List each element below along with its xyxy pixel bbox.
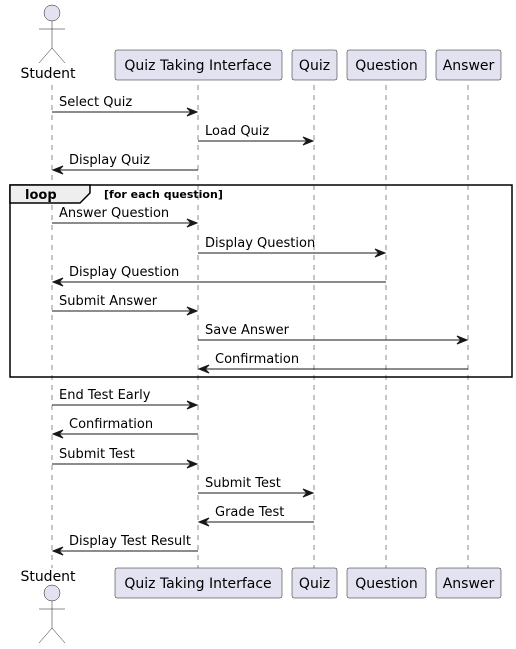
message: Confirmation: [51, 417, 198, 439]
actor-label: Student: [20, 66, 76, 82]
message-arrowhead: [302, 136, 315, 146]
message-label: Select Quiz: [59, 95, 132, 110]
actor-left-leg: [38, 47, 53, 64]
participant-box: [435, 49, 502, 81]
participant-label: Answer: [443, 58, 495, 74]
loop-condition: [for each question]: [104, 188, 223, 201]
message: Load Quiz: [198, 124, 315, 146]
message-label: Display Question: [69, 265, 179, 280]
participant-label: Question: [355, 58, 418, 74]
message-arrowhead: [456, 335, 469, 345]
actor-right-leg: [51, 47, 66, 64]
participant-quiz-top: Quiz: [291, 49, 338, 81]
actor-label: Student: [20, 569, 76, 585]
message-arrowhead: [51, 429, 64, 439]
lifelines: [51, 85, 469, 568]
message: Display Test Result: [51, 534, 198, 556]
participant-box: [346, 567, 427, 599]
actor-student-bottom: Student: [20, 569, 76, 644]
message: Confirmation: [197, 352, 468, 374]
actor-student-top: Student: [20, 4, 76, 82]
message-label: Submit Answer: [59, 294, 158, 309]
message-label: Confirmation: [215, 352, 299, 367]
message-arrowhead: [51, 546, 64, 556]
message: Submit Test: [198, 476, 315, 498]
message: Select Quiz: [52, 95, 199, 117]
message-arrowhead: [197, 364, 210, 374]
message-label: Answer Question: [59, 206, 169, 221]
participant-box: [114, 49, 283, 81]
participant-label: Quiz Taking Interface: [124, 58, 271, 74]
participant-quiz-bottom: Quiz: [291, 567, 338, 599]
message-arrowhead: [51, 165, 64, 175]
message: Display Quiz: [51, 153, 198, 175]
participant-label: Quiz: [299, 58, 330, 74]
message-arrowhead: [374, 248, 387, 258]
participant-label: Quiz: [299, 576, 330, 592]
message: Answer Question: [52, 206, 199, 228]
actor-left-leg: [38, 627, 53, 644]
message-arrowhead: [186, 218, 199, 228]
participant-box: [291, 49, 338, 81]
message: Save Answer: [198, 323, 469, 345]
message-label: Save Answer: [205, 323, 290, 338]
actor-head: [43, 4, 61, 22]
message-arrowhead: [302, 488, 315, 498]
loop-tab: [9, 184, 91, 204]
message-arrowhead: [186, 459, 199, 469]
loop-keyword: loop: [25, 188, 57, 203]
message: Display Question: [198, 236, 387, 258]
message-label: Submit Test: [205, 476, 281, 491]
message-label: Load Quiz: [205, 124, 269, 139]
message: Submit Test: [52, 447, 199, 469]
participant-box: [435, 567, 502, 599]
message-label: End Test Early: [59, 388, 151, 403]
participant-label: Quiz Taking Interface: [124, 576, 271, 592]
message-label: Display Quiz: [69, 153, 150, 168]
participant-question-bottom: Question: [346, 567, 427, 599]
message-arrowhead: [51, 277, 64, 287]
message-arrowhead: [197, 517, 210, 527]
message: Display Question: [51, 265, 386, 287]
message-label: Confirmation: [69, 417, 153, 432]
participant-qti-top: Quiz Taking Interface: [114, 49, 283, 81]
participant-qti-bottom: Quiz Taking Interface: [114, 567, 283, 599]
message: Grade Test: [197, 505, 314, 527]
participant-question-top: Question: [346, 49, 427, 81]
actor-head: [43, 584, 61, 602]
message-arrowhead: [186, 400, 199, 410]
message-label: Grade Test: [215, 505, 284, 520]
loop-frame: [9, 184, 513, 378]
message: Submit Answer: [52, 294, 199, 316]
loop-fragment: loop [for each question]: [9, 184, 513, 378]
message-label: Display Test Result: [69, 534, 191, 549]
participant-answer-bottom: Answer: [435, 567, 502, 599]
participant-box: [291, 567, 338, 599]
message-arrowhead: [186, 306, 199, 316]
participant-answer-top: Answer: [435, 49, 502, 81]
participant-label: Question: [355, 576, 418, 592]
message-label: Submit Test: [59, 447, 135, 462]
message-arrowhead: [186, 107, 199, 117]
actor-right-leg: [51, 627, 66, 644]
message-label: Display Question: [205, 236, 315, 251]
message: End Test Early: [52, 388, 199, 410]
participant-box: [114, 567, 283, 599]
participant-label: Answer: [443, 576, 495, 592]
participant-box: [346, 49, 427, 81]
